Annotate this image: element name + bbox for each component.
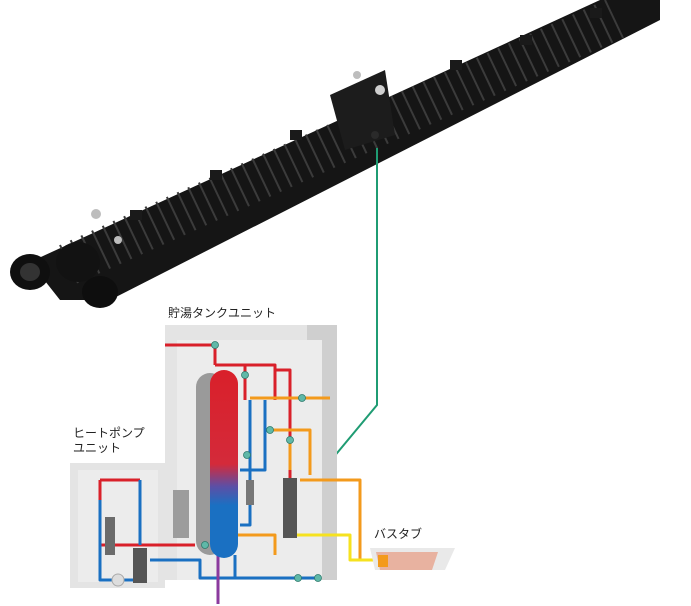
cable-rib — [176, 191, 197, 231]
cable-rib — [315, 129, 336, 169]
compressor — [133, 548, 147, 583]
cable-rib — [240, 162, 261, 202]
heat-pump-label-line2: ユニット — [73, 441, 122, 455]
cable-rib — [454, 66, 475, 106]
cable-rib — [144, 206, 165, 245]
valve-dots — [201, 341, 322, 582]
cable-rib — [262, 153, 282, 193]
cable-rib — [529, 33, 550, 73]
cable-rib — [208, 177, 229, 217]
hot-pipe — [235, 363, 277, 400]
cable-rib — [539, 28, 560, 68]
cable-rib — [101, 225, 122, 265]
cable-rib — [155, 201, 176, 241]
component-blocks — [105, 478, 297, 583]
cable-rib — [433, 76, 453, 116]
cable-end-connector — [10, 209, 122, 308]
cable-rib — [198, 182, 218, 221]
heat-exchanger — [105, 517, 115, 555]
cable-rib — [550, 23, 571, 63]
bathtub-icon — [370, 548, 455, 570]
cable-rib — [582, 9, 603, 49]
cable-rib — [401, 90, 421, 130]
cable-rib — [507, 42, 528, 82]
cable-rib — [561, 18, 582, 58]
cable-bump — [590, 8, 602, 18]
heat-pump-label-line1: ヒートポンプ — [73, 426, 145, 440]
cable-rib — [422, 81, 443, 121]
cable-rib — [294, 138, 315, 178]
cable-bump — [130, 210, 142, 220]
cable-bump — [290, 130, 302, 140]
cold-pipe — [98, 500, 140, 582]
cable-rib — [91, 230, 111, 270]
orange-pipe — [270, 428, 312, 475]
hot-water-tank — [196, 370, 238, 558]
orange-pipe — [235, 533, 277, 555]
pipe-network — [98, 343, 385, 604]
cable-rib — [230, 167, 250, 207]
cold-pipe — [240, 400, 267, 472]
cold-pipe — [150, 558, 320, 580]
cold-pipe — [240, 400, 252, 527]
cable-rib — [465, 62, 485, 101]
cable-rib — [272, 148, 293, 188]
tank-unit-label: 貯湯タンクユニット — [168, 306, 277, 320]
cable-rib — [475, 57, 496, 97]
cable-rib — [443, 71, 464, 111]
cable-bump — [450, 60, 462, 70]
cable-rib — [304, 134, 325, 173]
pump-ball — [111, 573, 125, 587]
cable-rib — [497, 47, 518, 87]
cable-rib — [112, 220, 133, 260]
bath-heat-exchanger — [283, 478, 297, 538]
yellow-pipe — [296, 533, 385, 562]
ribbed-cable-icon — [10, 0, 660, 308]
cable-rib — [283, 143, 304, 183]
cable-rib — [604, 0, 624, 39]
heat-pump-unit-box — [70, 463, 165, 588]
cable-rib — [165, 196, 186, 236]
cable-rib — [187, 186, 208, 226]
junction-box — [330, 70, 395, 150]
cable-bump — [520, 35, 532, 45]
mixing-valve — [246, 480, 254, 505]
cable-rib — [411, 86, 432, 125]
tank-side-block — [173, 490, 189, 538]
cable-rib — [486, 52, 507, 92]
cable-rib — [219, 172, 240, 212]
bathtub-label: バスタブ — [374, 527, 423, 541]
cable-rib — [251, 158, 272, 197]
cable-rib — [326, 124, 347, 164]
cable-rib — [123, 215, 144, 255]
cable-bump — [210, 170, 222, 180]
cable-rib — [390, 95, 411, 135]
cable-rib — [572, 13, 592, 53]
